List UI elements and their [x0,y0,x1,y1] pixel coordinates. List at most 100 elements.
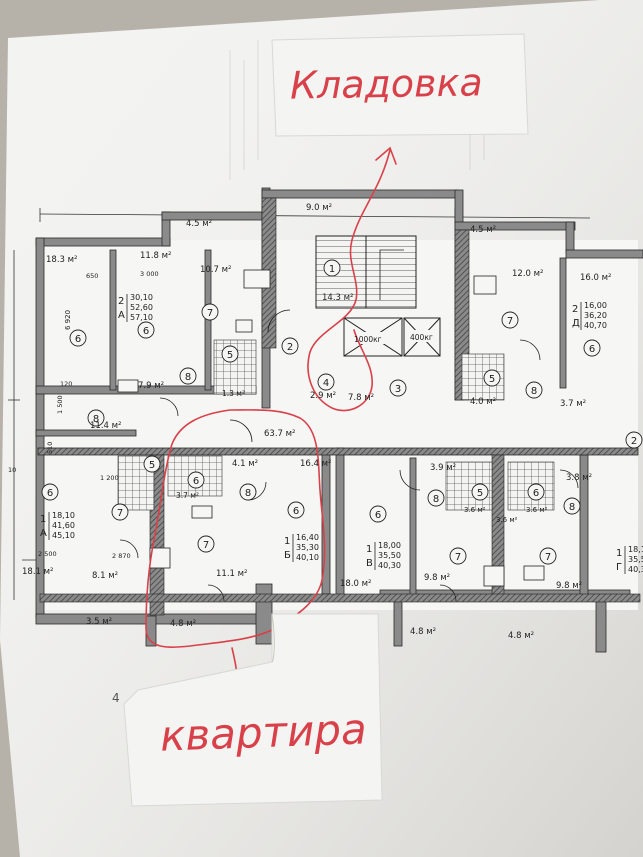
spec-area: 57,10 [130,313,153,322]
dim-1500: 1 500 [56,395,64,414]
spec-living: 30,10 [130,293,153,302]
spec-rooms: 1 [366,544,372,555]
svg-text:6: 6 [589,344,595,355]
area-top-mid: 9.0 м² [306,203,332,213]
spec-rooms: 1 [284,536,290,547]
spec-living: 16,40 [296,533,319,542]
spec-rooms: 1 [616,548,622,559]
elevator-400-label: 400кг [410,333,433,342]
area-room-18-1: 18.1 м² [22,567,53,577]
svg-text:5: 5 [227,350,233,361]
area-room-18-3: 18.3 м² [46,255,77,265]
room-type-circle: 5 [143,455,161,473]
area-balcony-4-8a: 4.8 м² [170,619,196,629]
svg-text:5: 5 [149,460,155,471]
spec-total: 35,50 [378,551,401,560]
dim-120: 120 [60,380,72,388]
area-room-16-0: 16.0 м² [580,273,611,283]
spec-living: 16,00 [584,301,607,310]
dim-6920: 6 920 [64,310,72,330]
svg-text:6: 6 [375,510,381,521]
svg-text:5: 5 [477,488,483,499]
area-room-11-8: 11.8 м² [140,251,171,261]
svg-text:8: 8 [433,494,439,505]
svg-text:7: 7 [117,508,123,519]
area-bath-3-6b: 3.6 м² [526,506,548,514]
area-kitchen-11-1: 11.1 м² [216,569,247,579]
svg-text:5: 5 [489,374,495,385]
svg-text:8: 8 [569,502,575,513]
spec-area: 40,70 [584,321,607,330]
area-store-2-9: 2.9 м² [310,391,336,401]
room-type-circle: 6 [187,471,205,489]
spec-total: 41,60 [52,521,75,530]
area-bath-4-1: 4.1 м² [232,459,258,469]
room-type-circle: 2 [625,431,643,449]
spec-area: 40,30 [378,561,401,570]
svg-text:6: 6 [293,506,299,517]
room-type-circle: 2 [281,337,299,355]
svg-text:2: 2 [631,436,637,447]
spec-living: 18,00 [378,541,401,550]
elevator-1000-label: 1000кг [354,335,382,344]
svg-text:3: 3 [395,384,401,395]
svg-text:4: 4 [323,378,329,389]
room-type-circle: 7 [501,311,519,329]
storage-arrow-head [375,146,397,165]
area-kitchen-9-8a: 9.8 м² [424,573,450,583]
room-type-circle: 7 [449,547,467,565]
area-room-16-4: 16.4 м² [300,459,331,469]
room-type-circle: 4 [317,373,335,391]
plan-text: 4.5 м² 9.0 м² 4.5 м² 18.3 м² 11.8 м² 10.… [8,203,611,705]
room-type-circle: 5 [483,369,501,387]
spec-letter: В [366,558,373,569]
area-bath-3-8: 3.8 м² [566,473,592,483]
room-type-circle: 6 [583,339,601,357]
spec-total: 35,5 [628,555,643,564]
spec-total: 36,20 [584,311,607,320]
area-balcony-4-8b: 4.8 м² [410,627,436,637]
dim-650: 650 [86,272,98,280]
spec-letter: Г [616,562,622,573]
svg-text:6: 6 [533,488,539,499]
area-balcony-4-8c: 4.8 м² [508,631,534,641]
svg-text:8: 8 [185,372,191,383]
storage-label: Кладовка [289,60,484,108]
area-hall-11-4: 11.4 м² [90,421,121,431]
svg-text:6: 6 [75,334,81,345]
area-bath-3-6c: 3.6 м² [496,516,518,524]
storage-highlight-loop [307,149,391,412]
area-kitchen-12-0: 12.0 м² [512,269,543,279]
area-top-left-balcony: 4.5 м² [186,219,212,229]
spec-letter: А [118,310,125,321]
spec-area: 40,3 [628,565,643,574]
svg-text:7: 7 [203,540,209,551]
svg-text:6: 6 [193,476,199,487]
bleed-through-text [229,40,485,180]
area-top-right-balcony: 4.5 м² [470,225,496,235]
spec-total: 35,30 [296,543,319,552]
area-kitchen-8-1: 8.1 м² [92,571,118,581]
spec-letter: А [40,528,47,539]
room-type-circle: 8 [427,489,445,507]
room-type-circle: 6 [41,483,59,501]
room-type-circle: 8 [239,483,257,501]
dim-2500: 2 500 [38,550,57,558]
area-hall-7-9: 7.9 м² [138,381,164,391]
room-type-circle: 6 [287,501,305,519]
room-type-circle: 7 [197,535,215,553]
spec-area: 40,10 [296,553,319,562]
svg-text:8: 8 [245,488,251,499]
spec-rooms: 1 [40,514,46,525]
dim-1200: 1 200 [100,474,119,482]
spec-letter: Б [284,550,291,561]
room-type-circle: 1 [323,259,341,277]
corner-mark: 4 [112,691,120,705]
fixtures [117,269,545,587]
